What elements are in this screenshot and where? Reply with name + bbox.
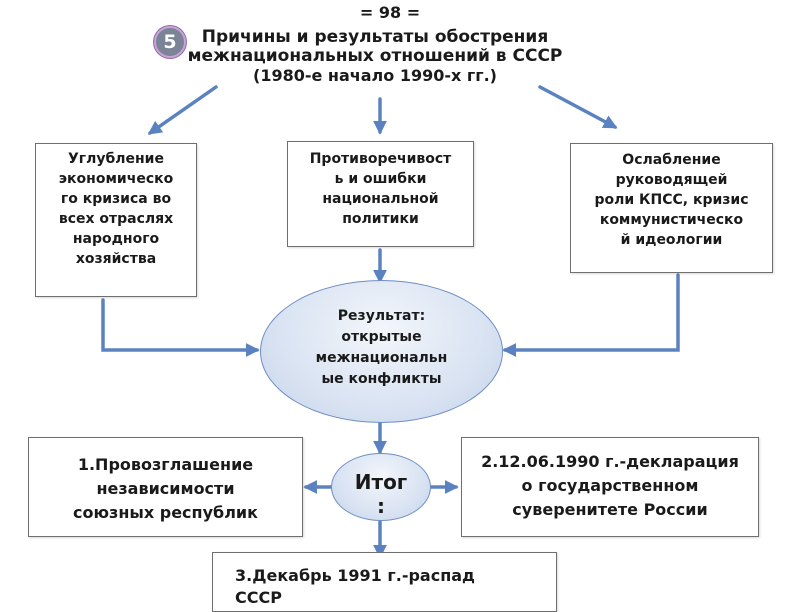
result-ellipse: Результат: открытые межнациональн ые кон… <box>260 280 503 423</box>
cause-2-line: политики <box>342 211 419 227</box>
outcome-2-line: 2.12.06.1990 г.-декларация <box>481 452 739 471</box>
diagram-title: Причины и результаты обострения межнацио… <box>150 27 600 86</box>
cause-box-economic-crisis: Углубление экономическо го кризиса во вс… <box>35 143 197 297</box>
outcome-1-line: независимости <box>96 479 235 498</box>
cause-3-line: роли КПСС, кризис <box>594 192 749 208</box>
cause-box-cpsu-weakening: Ослабление руководящей роли КПСС, кризис… <box>570 143 773 273</box>
slide-number-badge: 5 <box>154 26 186 58</box>
title-line-1: Причины и результаты обострения <box>201 27 549 47</box>
outcome-box-ussr-collapse: 3.Декабрь 1991 г.-распад СССР <box>212 552 557 612</box>
outcome-1-line: союзных республик <box>73 503 258 522</box>
cause-2-line: Противоречивост <box>309 151 452 167</box>
cause-3-line: Ослабление <box>622 152 721 168</box>
cause-box-national-policy: Противоречивост ь и ошибки национальной … <box>287 141 474 247</box>
cause-1-line: го кризиса во <box>60 191 172 207</box>
arrow-cause-1-to-result <box>101 298 260 357</box>
page-number: = 98 = <box>359 3 421 22</box>
cause-2-line: ь и ошибки <box>334 171 427 187</box>
arrow-cause-3-to-result <box>502 273 680 357</box>
cause-3-line: руководящей <box>615 172 728 188</box>
cause-3-line: й идеологии <box>620 232 723 248</box>
title-line-3: (1980-е начало 1990-х гг.) <box>253 66 497 85</box>
cause-3-line: коммунистическо <box>599 212 744 228</box>
result-line: межнациональн <box>315 350 448 366</box>
cause-1-line: хозяйства <box>75 251 157 267</box>
outcome-1-line: 1.Провозглашение <box>77 455 254 474</box>
arrow-title-to-cause-3 <box>538 85 618 129</box>
arrow-title-to-cause-1 <box>147 85 218 135</box>
outcome-ellipse: Итог : <box>331 453 431 521</box>
outcome-3-line: 3.Декабрь 1991 г.-распад <box>235 566 475 585</box>
outcome-colon: : <box>377 494 385 518</box>
outcome-label: Итог <box>354 470 408 494</box>
result-line: ые конфликты <box>321 371 442 387</box>
result-line: открытые <box>341 329 422 345</box>
cause-2-line: национальной <box>322 191 439 207</box>
cause-1-line: Углубление <box>68 151 164 167</box>
outcome-box-independence: 1.Провозглашение независимости союзных р… <box>28 437 303 537</box>
outcome-box-sovereignty-declaration: 2.12.06.1990 г.-декларация о государстве… <box>461 437 759 537</box>
outcome-2-line: суверенитете России <box>512 500 708 519</box>
cause-1-line: экономическо <box>58 171 174 187</box>
title-line-2: межнациональных отношений в СССР <box>187 46 563 66</box>
result-line: Результат: <box>337 308 426 324</box>
outcome-2-line: о государственном <box>521 476 699 495</box>
outcome-3-line: СССР <box>235 588 282 607</box>
cause-1-line: народного <box>72 231 160 247</box>
cause-1-line: всех отраслях <box>58 211 174 227</box>
